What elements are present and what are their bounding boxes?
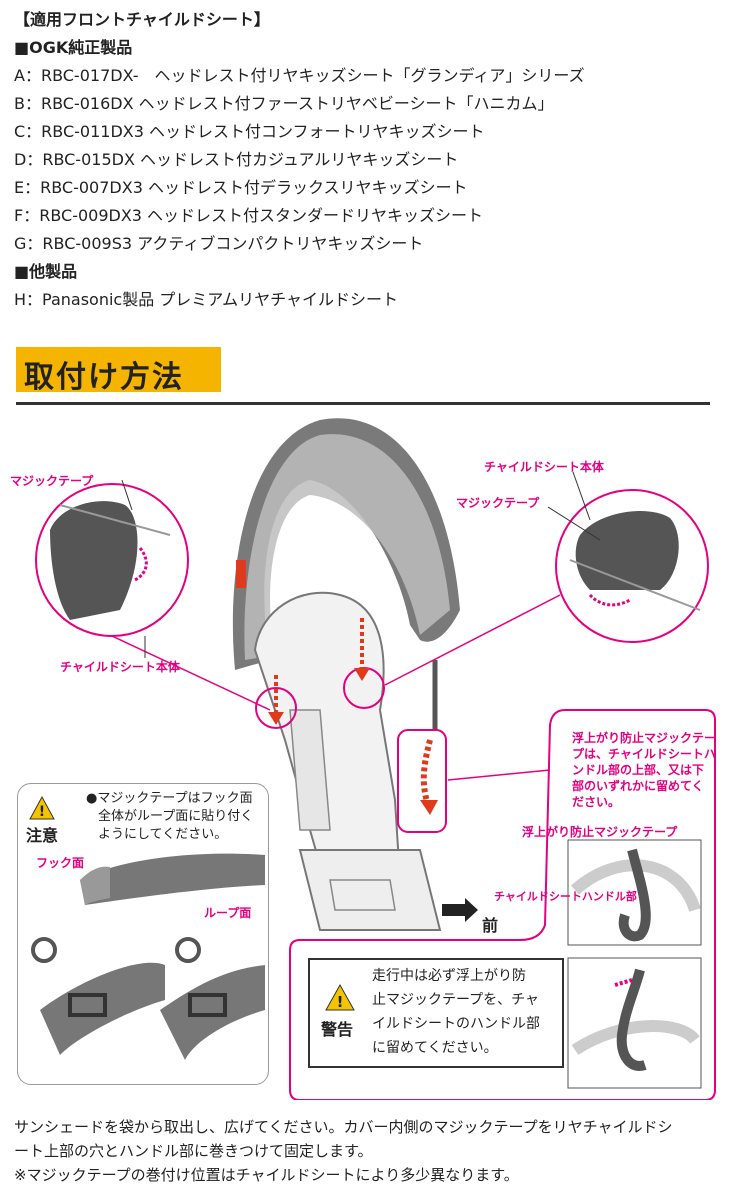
warning-title: 警告: [321, 1020, 354, 1039]
warning-text: 走行中は必ず浮上がり防 止マジックテープを、チャ イルドシートのハンドル部 に留…: [372, 968, 540, 1056]
list-item: C：RBC-011DX3 ヘッドレスト付コンフォートリヤキッズシート: [14, 122, 485, 141]
other-heading: ■他製品: [14, 262, 78, 281]
warning-box: [308, 958, 564, 1068]
right-magic-label: マジックテープ: [456, 496, 540, 510]
handle-label: チャイルドシートハンドル部: [494, 890, 637, 903]
hook-label: フック面: [36, 856, 85, 870]
list-item: E：RBC-007DX3 ヘッドレスト付デラックスリヤキッズシート: [14, 178, 468, 197]
section-divider: [16, 402, 710, 405]
installation-diagram: ! !: [29, 418, 716, 1100]
list-item: F：RBC-009DX3 ヘッドレスト付スタンダードリヤキッズシート: [14, 206, 484, 225]
section-heading: 取付け方法: [24, 360, 184, 395]
list-item: B：RBC-016DX ヘッドレスト付ファーストリヤベビーシート「ハニカム」: [14, 94, 554, 113]
svg-text:!: !: [337, 993, 344, 1011]
section-heading-bg: [16, 347, 221, 392]
float-label: 浮上がり防止マジックテープ: [522, 825, 678, 839]
svg-text:!: !: [39, 804, 45, 820]
left-magic-label: マジックテープ: [10, 474, 94, 488]
bottom-paragraph: サンシェードを袋から取出し、広げてください。カバー内側のマジックテープをリヤチャ…: [14, 1118, 673, 1184]
right-body-label: チャイルドシート本体: [484, 460, 604, 474]
loop-label: ループ面: [204, 906, 252, 920]
forward-label: 前: [482, 916, 499, 935]
list-item: A：RBC-017DX- ヘッドレスト付リヤキッズシート「グランディア」シリーズ: [14, 66, 585, 85]
list-title: 【適用フロントチャイルドシート】: [14, 10, 270, 29]
ogk-heading: ■OGK純正製品: [14, 38, 133, 57]
list-item: G：RBC-009S3 アクティブコンパクトリヤキッズシート: [14, 234, 424, 253]
list-item: D：RBC-015DX ヘッドレスト付カジュアルリヤキッズシート: [14, 150, 459, 169]
caution-text: ●マジックテープはフック面 全体がループ面に貼り付く ようにしてください。: [86, 791, 254, 842]
caution-box: [17, 783, 269, 1085]
left-body-label: チャイルドシート本体: [60, 660, 180, 674]
float-note: 浮上がり防止マジックテー プは、チャイルドシートハ ンドル部の上部、又は下 部の…: [572, 731, 717, 809]
caution-title: 注意: [26, 826, 59, 845]
list-item: H：Panasonic製品 プレミアムリヤチャイルドシート: [14, 290, 399, 309]
